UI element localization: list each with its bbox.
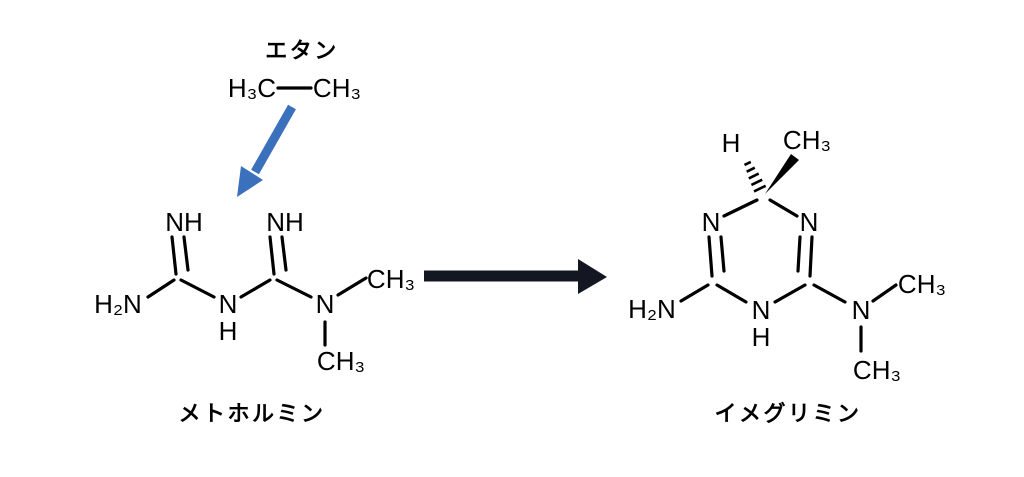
ethane-label: エタン [265,38,339,63]
blue-arrow-head [237,166,263,197]
imeglimin-tertiary-n: N [852,295,871,325]
metformin-double-bond-right-1 [268,235,276,276]
metformin-bond-n-c2 [239,278,272,299]
ethane-addition-arrow [237,104,296,197]
imeglimin-bond-nh-cright [773,283,807,304]
metformin-bond-c2-n [275,278,313,299]
metformin-bond-c1-h2n [146,278,176,299]
imeglimin-amino-h2n: H₂N [628,294,676,324]
ethane-group: エタン H₃C CH₃ [228,38,361,103]
imeglimin-label: イメグリミン [714,401,861,426]
metformin-methyl-upper: CH₃ [367,264,415,294]
imeglimin-ring-nh-h: H [752,322,771,352]
metformin-label: メトホルミン [178,401,325,426]
metformin-amino-h2n: H₂N [94,289,142,319]
metformin-methyl-lower: CH₃ [317,346,365,376]
metformin-central-n: N [219,289,238,319]
metformin-bond-c1-n [179,278,216,299]
imeglimin-bond-c-top-nleft [722,198,759,218]
metformin-central-h: H [219,316,238,346]
imeglimin-double-bond-left-2 [719,235,726,273]
reaction-arrow-head [578,259,607,294]
imeglimin-methyl-upper: CH₃ [898,269,946,299]
metformin-structure: NH NH H₂N N H N CH₃ CH₃ メトホルミン [94,207,415,426]
blue-arrow-shaft [251,104,296,175]
imeglimin-double-bond-right-1 [808,235,814,278]
metformin-bond-n-ch3-upper [336,276,368,297]
imeglimin-ring-n-left: N [702,207,721,237]
imeglimin-bond-cleft-h2n [679,283,710,303]
imeglimin-bond-cright-n [812,283,847,304]
imeglimin-hash-wedge-bond [743,160,767,193]
imeglimin-double-bond-right-2 [796,235,802,273]
imeglimin-stereo-h: H [722,128,741,158]
imeglimin-double-bond-left-1 [707,235,714,278]
metformin-imine-nh-left: NH [165,207,203,237]
ethane-h3c-label: H₃C [228,73,276,103]
metformin-double-bond-left-2 [182,235,190,272]
metformin-double-bond-right-2 [280,235,288,272]
imeglimin-solid-wedge-bond [765,154,799,194]
imeglimin-ring-nh-n: N [752,295,771,325]
metformin-tertiary-n: N [316,289,335,319]
imeglimin-stereo-methyl: CH₃ [783,125,831,155]
imeglimin-bond-cleft-nh [715,283,748,304]
imeglimin-methyl-lower: CH₃ [853,355,901,385]
metformin-double-bond-left-1 [170,235,178,276]
imeglimin-ring-n-right: N [800,207,819,237]
imeglimin-bond-c-top-nright [768,198,799,218]
metformin-imine-nh-right: NH [266,207,304,237]
imeglimin-bond-n-ch3-upper [871,283,898,303]
ethane-ch3-label: CH₃ [313,73,361,103]
reaction-arrow [424,259,607,294]
imeglimin-structure: H CH₃ N N H₂N N H N CH₃ [628,125,946,426]
